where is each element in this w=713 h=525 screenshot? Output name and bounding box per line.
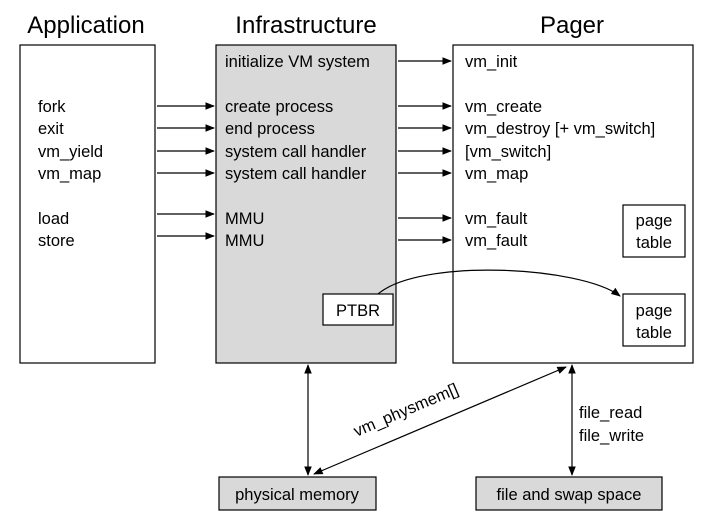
app-item-vm-map: vm_map — [38, 165, 101, 183]
application-items: fork exit vm_yield vm_map load store — [38, 98, 103, 250]
pager-item-vm-create: vm_create — [465, 98, 542, 116]
ptbr-box — [322, 293, 394, 326]
pager-item-vm-fault-1: vm_fault — [465, 210, 528, 228]
page-table-bottom: page table — [622, 293, 686, 347]
pager-items: vm_init vm_create vm_destroy [+ vm_switc… — [465, 53, 655, 250]
infra-item-syscall-2: system call handler — [225, 165, 367, 183]
pager-item-vm-fault-2: vm_fault — [465, 232, 528, 250]
physical-memory: physical memory — [218, 476, 377, 511]
infra-to-pager-arrows — [398, 57, 452, 244]
file-swap: file and swap space — [475, 476, 663, 511]
ptbr-label: PTBR — [336, 302, 380, 320]
infrastructure-items: initialize VM system create process end … — [225, 53, 370, 250]
application-box — [19, 44, 156, 364]
page-table-bottom-line1: page — [636, 302, 673, 320]
vm-physmem-label: vm_physmem[] — [351, 380, 461, 440]
pager-item-vm-init: vm_init — [465, 53, 518, 71]
file-write-label: file_write — [579, 427, 644, 445]
app-item-load: load — [38, 210, 69, 228]
page-table-bottom-line2: table — [636, 324, 672, 342]
infra-item-mmu-2: MMU — [225, 232, 264, 250]
application-header: Application — [27, 12, 144, 39]
infra-item-create: create process — [225, 98, 333, 116]
page-table-top: page table — [622, 204, 686, 258]
page-table-top-box — [622, 204, 686, 258]
pager-header: Pager — [540, 12, 604, 39]
infra-item-mmu-1: MMU — [225, 210, 264, 228]
file-read-label: file_read — [579, 404, 642, 422]
infra-item-init: initialize VM system — [225, 53, 370, 71]
file-swap-box — [475, 476, 663, 511]
file-swap-label: file and swap space — [497, 486, 642, 504]
page-table-bottom-box — [622, 293, 686, 347]
page-table-top-line2: table — [636, 234, 672, 252]
app-item-vm-yield: vm_yield — [38, 143, 103, 161]
pager-item-vm-switch: [vm_switch] — [465, 143, 551, 161]
infra-item-end: end process — [225, 120, 315, 138]
app-item-store: store — [38, 232, 75, 250]
infra-item-syscall-1: system call handler — [225, 143, 367, 161]
page-table-top-line1: page — [636, 212, 673, 230]
pager-item-vm-destroy: vm_destroy [+ vm_switch] — [465, 120, 655, 138]
ptbr: PTBR — [322, 293, 394, 326]
app-item-fork: fork — [38, 98, 66, 116]
ptbr-to-page-table-arrow — [377, 269, 621, 297]
infrastructure-header: Infrastructure — [235, 12, 376, 39]
app-item-exit: exit — [38, 120, 64, 138]
physical-memory-box — [218, 476, 377, 511]
app-to-infra-arrows — [157, 102, 215, 240]
physical-memory-label: physical memory — [235, 486, 360, 504]
pager-physmem-arrow — [313, 366, 567, 475]
pager-item-vm-map: vm_map — [465, 165, 528, 183]
